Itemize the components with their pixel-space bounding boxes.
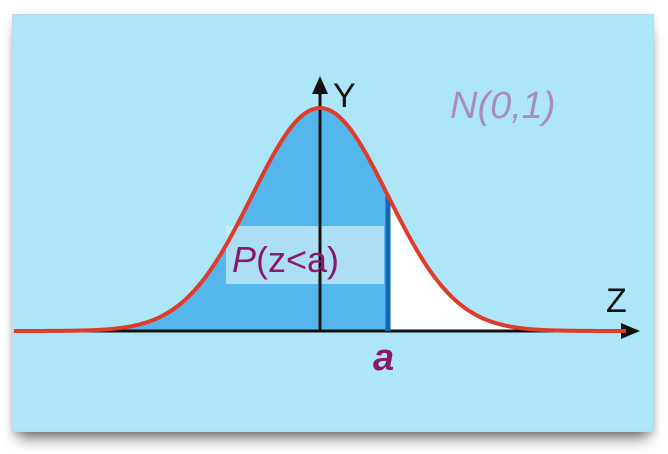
normal-curve	[14, 106, 626, 333]
y-axis-arrow-icon	[312, 76, 328, 94]
shaded-area-below-a	[14, 108, 388, 331]
probability-label: P(z<a)	[232, 239, 339, 280]
probability-label-box	[226, 226, 384, 284]
distribution-label: N(0,1)	[450, 85, 556, 127]
a-value-label: a	[373, 337, 394, 379]
probability-condition: (z<a)	[256, 239, 339, 280]
unshaded-area-above-a	[388, 195, 626, 331]
z-axis-label: Z	[606, 282, 627, 320]
z-axis-arrow-icon	[621, 323, 640, 339]
y-axis-label: Y	[333, 77, 356, 115]
probability-function-name: P	[232, 239, 256, 280]
